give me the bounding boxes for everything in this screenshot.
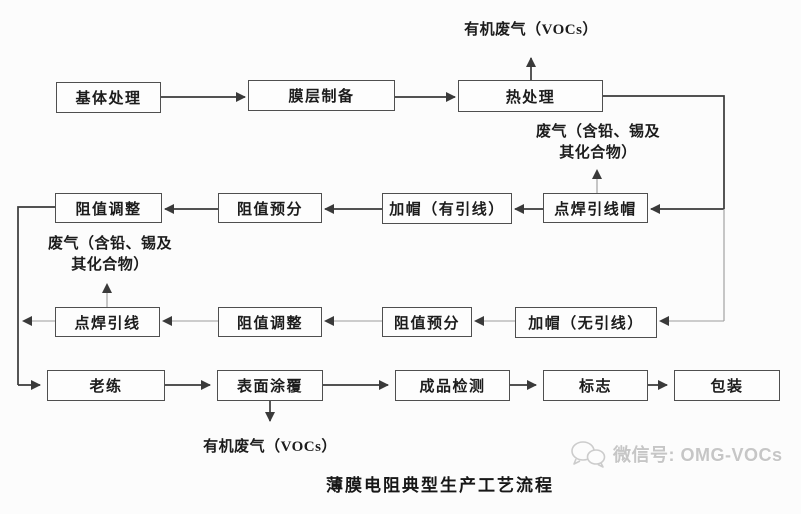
watermark: 微信号: OMG-VOCs [570,440,783,468]
emission-lead-waste-top-line1: 废气（含铅、锡及 [535,124,660,140]
node-resistance-presort-leaded: 阻值预分 [218,193,322,223]
node-resistance-trim-leadless: 阻值调整 [218,307,322,337]
emission-lead-waste-top-label: 废气（含铅、锡及 其化合物） [512,122,684,164]
node-surface-coating: 表面涂覆 [217,370,323,401]
emission-voc-bottom-label: 有机废气（VOCs） [203,439,337,455]
node-film-deposition: 膜层制备 [248,80,395,111]
emission-lead-waste-left-line1: 废气（含铅、锡及 [47,236,172,252]
node-capping-with-leads: 加帽（有引线） [382,193,512,224]
node-packaging: 包装 [674,370,780,401]
node-final-inspection: 成品检测 [395,370,510,401]
node-marking: 标志 [543,370,648,401]
emission-voc-top-label: 有机废气（VOCs） [464,22,598,38]
node-base-treatment: 基体处理 [56,82,161,113]
node-resistance-trim-leaded: 阻值调整 [55,193,162,223]
node-weld-leads: 点焊引线 [55,307,160,337]
node-aging: 老练 [47,370,165,401]
emission-lead-waste-left-line2: 其化合物） [71,257,149,273]
diagram-caption: 薄膜电阻典型生产工艺流程 [326,476,554,495]
wechat-icon [571,441,606,468]
emission-lead-waste-top-line2: 其化合物） [559,145,637,161]
watermark-text: 微信号: OMG-VOCs [613,445,783,465]
node-capping-without-leads: 加帽（无引线） [515,307,657,338]
node-heat-treatment: 热处理 [458,80,603,112]
node-weld-lead-cap: 点焊引线帽 [543,193,648,223]
node-resistance-presort-leadless: 阻值预分 [382,307,472,337]
emission-lead-waste-left-label: 废气（含铅、锡及 其化合物） [25,234,195,276]
